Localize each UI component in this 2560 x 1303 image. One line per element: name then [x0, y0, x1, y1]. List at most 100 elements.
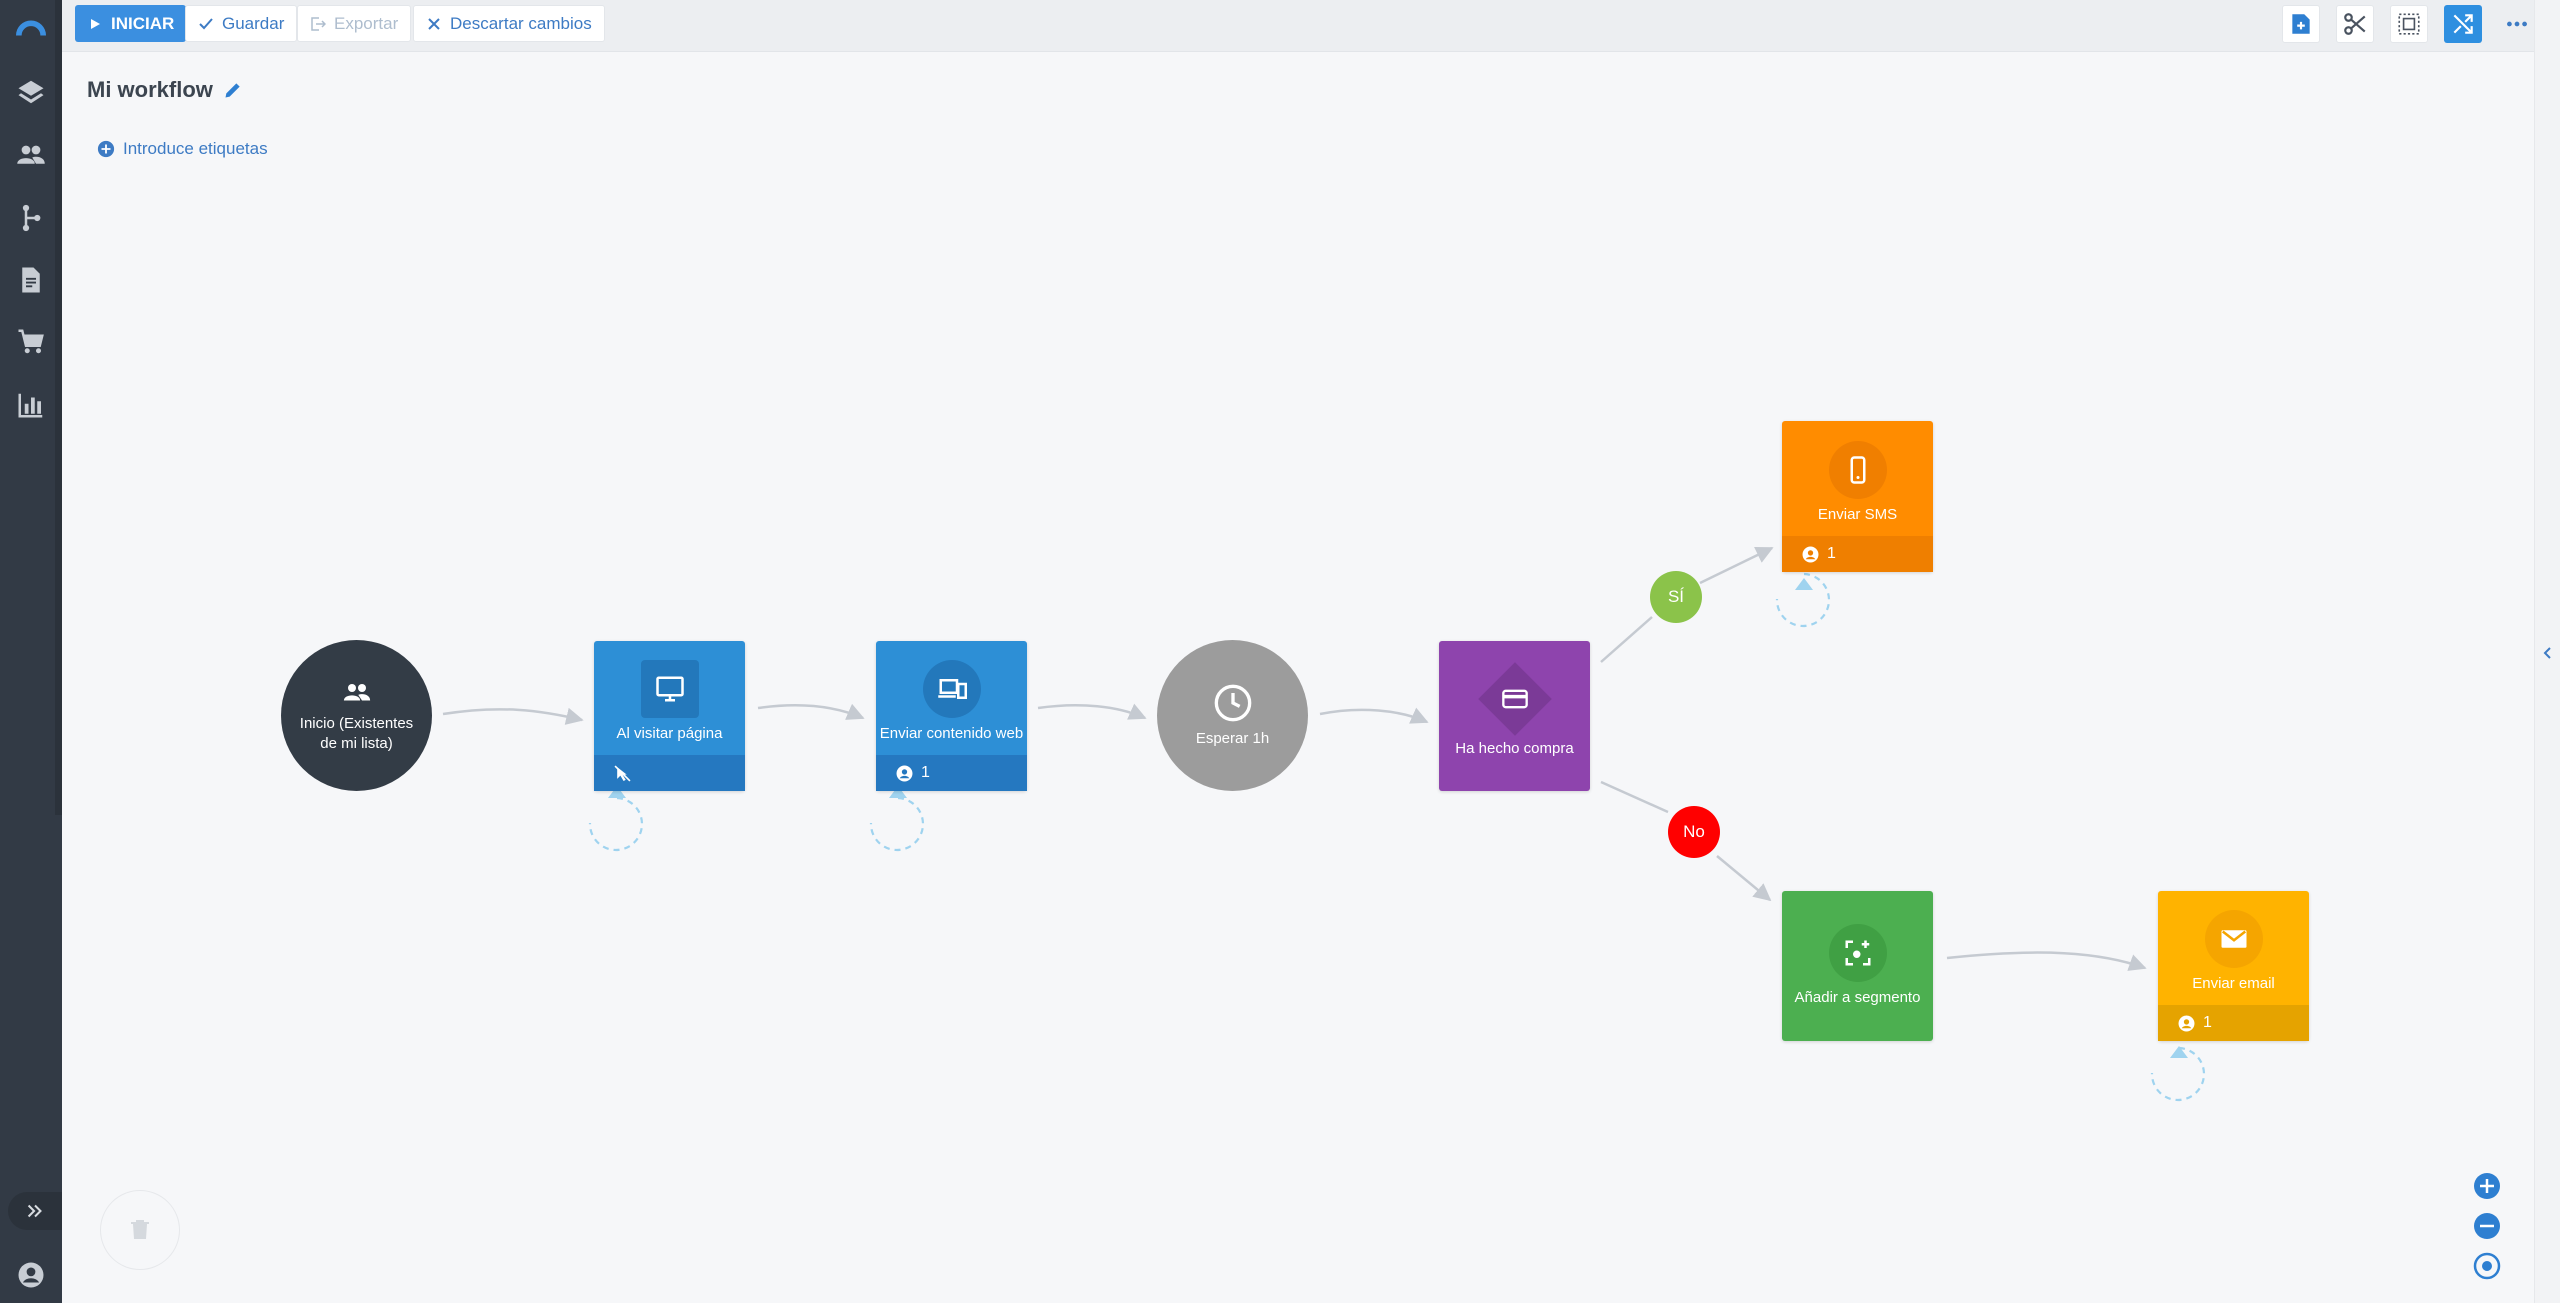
- more-icon: [2507, 21, 2527, 27]
- side-panel-handle[interactable]: [2534, 0, 2560, 1303]
- user-account-icon[interactable]: [15, 1259, 47, 1291]
- add-note-button[interactable]: [2282, 5, 2320, 43]
- connector-purchase-yes: [1600, 616, 1653, 663]
- workflow-icon[interactable]: [15, 202, 47, 234]
- send-sms-footer: 1: [1782, 536, 1933, 572]
- add-note-icon: [2292, 14, 2310, 34]
- zoom-out-button[interactable]: [2473, 1212, 2501, 1240]
- loop-web: [869, 796, 925, 852]
- user-icon: [1802, 546, 1819, 562]
- layers-icon[interactable]: [15, 76, 47, 108]
- save-button-label: Guardar: [222, 13, 285, 33]
- connector-purchase-no: [1600, 780, 1669, 814]
- connector-no-segment: [1716, 855, 1772, 902]
- connector-visit-web: [757, 703, 865, 720]
- yes-branch-badge: SÍ: [1650, 571, 1702, 623]
- start-node-label: Inicio (Existentes de mi lista): [299, 714, 414, 752]
- group-icon: [343, 683, 370, 700]
- yes-branch-label: SÍ: [1667, 587, 1685, 606]
- no-branch-label: No: [1683, 822, 1705, 841]
- tags-label: Introduce etiquetas: [123, 139, 268, 158]
- connector-wait-purchase: [1319, 707, 1429, 724]
- devices-icon: [922, 660, 981, 718]
- more-options-button[interactable]: [2498, 5, 2536, 43]
- send-sms-count: 1: [1827, 545, 1836, 562]
- user-icon: [896, 765, 913, 781]
- loop-visit: [588, 796, 644, 852]
- shuffle-icon: [2453, 14, 2473, 34]
- discard-button-label: Descartar cambios: [450, 13, 592, 33]
- chevron-left-icon[interactable]: [2540, 645, 2556, 661]
- select-area-button[interactable]: [2390, 5, 2428, 43]
- send-sms-label: Enviar SMS: [1817, 505, 1898, 523]
- export-button[interactable]: Exportar: [297, 5, 412, 42]
- document-icon[interactable]: [15, 264, 47, 296]
- connector-web-wait: [1037, 703, 1147, 720]
- toolbar: INICIAR Guardar Exportar Descartar cambi…: [62, 0, 2534, 52]
- loop-sms: [1775, 572, 1831, 628]
- email-icon: [2204, 910, 2263, 968]
- credit-card-icon: [1501, 689, 1528, 709]
- center-view-button[interactable]: [2473, 1252, 2501, 1280]
- expand-sidebar-icon[interactable]: [8, 1192, 62, 1230]
- play-icon: [91, 18, 100, 29]
- send-email-node[interactable]: Enviar email 1: [2158, 891, 2309, 1041]
- minus-circle-icon: [2474, 1213, 2500, 1239]
- wait-node-label: Esperar 1h: [1195, 729, 1270, 747]
- sidebar: [0, 0, 62, 1303]
- add-to-segment-node[interactable]: Añadir a segmento: [1782, 891, 1933, 1041]
- zoom-in-button[interactable]: [2473, 1172, 2501, 1200]
- delete-dropzone[interactable]: [100, 1190, 180, 1270]
- start-button[interactable]: INICIAR: [75, 5, 187, 42]
- trash-icon: [131, 1220, 149, 1239]
- connector-segment-email: [1946, 951, 2147, 971]
- connector-start-visit: [442, 707, 584, 725]
- target-icon: [2473, 1252, 2501, 1280]
- close-icon: [428, 17, 440, 30]
- cut-button[interactable]: [2336, 5, 2374, 43]
- purchase-label: Ha hecho compra: [1455, 740, 1574, 757]
- send-email-count: 1: [2203, 1014, 2212, 1031]
- connector-yes-sms: [1699, 546, 1774, 585]
- export-icon: [311, 16, 326, 31]
- loop-email: [2150, 1046, 2206, 1102]
- workflow-title-text: Mi workflow: [87, 77, 213, 102]
- visit-page-node[interactable]: Al visitar página: [594, 641, 745, 791]
- export-button-label: Exportar: [334, 13, 399, 33]
- check-icon: [199, 17, 213, 29]
- contacts-icon[interactable]: [15, 139, 47, 171]
- condition-diamond: [1477, 662, 1552, 736]
- clock-icon: [1214, 684, 1251, 721]
- send-web-count: 1: [921, 764, 930, 781]
- start-button-label: INICIAR: [111, 13, 175, 33]
- sidebar-scrollbar[interactable]: [55, 0, 62, 815]
- visit-page-footer: [594, 755, 745, 791]
- pencil-icon[interactable]: [223, 80, 243, 100]
- purchase-condition-node[interactable]: Ha hecho compra: [1439, 641, 1590, 791]
- send-web-content-node[interactable]: Enviar contenido web 1: [876, 641, 1027, 791]
- cart-icon[interactable]: [15, 326, 47, 358]
- wait-node[interactable]: Esperar 1h: [1157, 640, 1308, 791]
- logo-icon[interactable]: [15, 12, 47, 44]
- add-circle-icon: [97, 140, 115, 158]
- send-web-label: Enviar contenido web: [879, 725, 1024, 742]
- tags-input[interactable]: Introduce etiquetas: [97, 139, 268, 159]
- reports-icon[interactable]: [15, 389, 47, 421]
- plus-circle-icon: [2474, 1173, 2500, 1199]
- add-to-segment-label: Añadir a segmento: [1794, 989, 1921, 1006]
- discard-changes-button[interactable]: Descartar cambios: [413, 5, 605, 42]
- visit-page-label: Al visitar página: [616, 725, 723, 742]
- monitor-icon: [640, 660, 699, 718]
- phone-icon: [1828, 440, 1887, 499]
- workflow-title: Mi workflow: [87, 77, 243, 103]
- user-icon: [2178, 1015, 2195, 1031]
- send-sms-node[interactable]: Enviar SMS 1: [1782, 421, 1933, 572]
- send-email-label: Enviar email: [2192, 975, 2275, 992]
- send-web-footer: 1: [876, 755, 1027, 791]
- select-area-icon: [2398, 13, 2420, 35]
- scissors-icon: [2344, 13, 2366, 35]
- auto-layout-button[interactable]: [2444, 5, 2482, 43]
- start-node[interactable]: Inicio (Existentes de mi lista): [281, 640, 432, 791]
- click-off-icon: [614, 764, 631, 782]
- save-button[interactable]: Guardar: [185, 5, 298, 42]
